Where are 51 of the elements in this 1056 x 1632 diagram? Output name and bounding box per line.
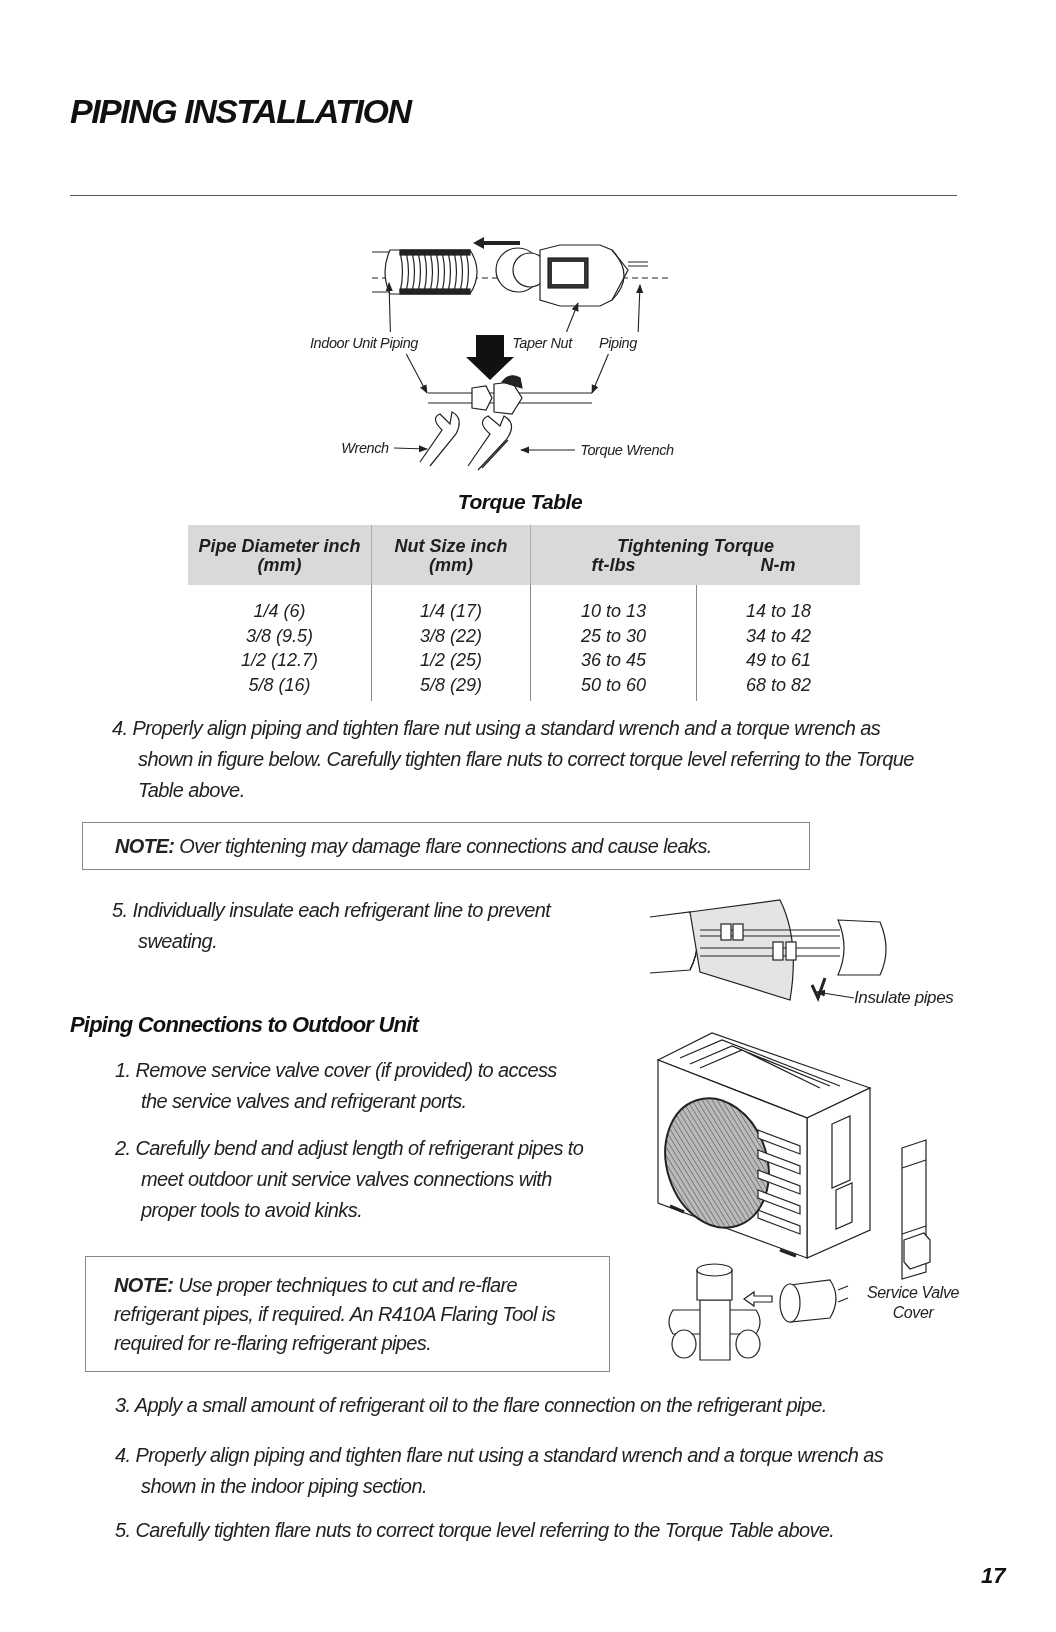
section-heading: Piping Connections to Outdoor Unit (70, 1012, 421, 1038)
table-header-cell: Nut Size inch (mm) (371, 525, 530, 585)
table-cell: 1/4 (17) (371, 585, 530, 624)
table-cell-text: 1/4 (6) (252, 600, 307, 623)
table-header-cell: N-m (696, 556, 860, 585)
instruction-text: 5. Individually insulate each refrigerant line to prevent sweating. (112, 898, 553, 954)
table-cell: 34 to 42 (696, 623, 860, 648)
part-label: Indoor Unit Piping (298, 332, 430, 354)
leader-line (591, 353, 609, 394)
leader-line (816, 989, 855, 999)
table-header-cell: ft-lbs (530, 556, 696, 585)
leader-line (565, 302, 579, 333)
note-text: NOTE: Over tightening may damage flare connections and cause leaks. (115, 833, 712, 859)
table-cell-text: 3/8 (9.5) (244, 624, 314, 648)
table-title: Torque Table (456, 490, 584, 514)
leader-line (393, 445, 428, 453)
part-label: Service Valve Cover (866, 1283, 960, 1323)
part-label: Insulate pipes (854, 987, 970, 1009)
instruction-text: 2. Carefully bend and adjust length of refrigerant pipes to meet outdoor unit service valves connections with proper tools to avoid kinks. (115, 1136, 585, 1223)
leader-line (636, 284, 644, 333)
table-cell: 14 to 18 (696, 585, 860, 624)
leader-line (520, 446, 576, 454)
table-cell-text: 1/2 (12.7) (239, 649, 319, 672)
page-number: 17 (981, 1563, 1008, 1589)
instruction-text: 1. Remove service valve cover (if provided) to access the service valves and refrigerant ports. (115, 1058, 558, 1114)
table-cell: 68 to 82 (696, 672, 860, 701)
table-cell: 1/2 (25) (371, 648, 530, 673)
part-label: Piping (594, 332, 642, 354)
table-header-cell: Tightening Torque (530, 525, 860, 556)
table-cell-text: 5/8 (16) (247, 673, 312, 697)
table-header-cell: Pipe Diameter inch (mm) (188, 525, 371, 585)
note-box (85, 1256, 610, 1372)
table-cell: 3/8 (22) (371, 623, 530, 648)
page-title: PIPING INSTALLATION (70, 92, 411, 131)
part-label: Torque Wrench (575, 439, 679, 461)
leader-line (385, 282, 393, 333)
table-cell: 10 to 13 (530, 585, 696, 624)
table-cell: 5/8 (29) (371, 672, 530, 701)
table-cell: 25 to 30 (530, 623, 696, 648)
table-cell: 36 to 45 (530, 648, 696, 673)
note-text: NOTE: Use proper techniques to cut and re-flare refrigerant pipes, if required. An R410A Flaring Tool is required for re-flaring refrigerant pipes. (114, 1272, 557, 1356)
instruction-text: 4. Properly align piping and tighten flare nut using a standard wrench and a torque wrench as shown in the indoor piping section. (115, 1443, 885, 1499)
note-box (82, 822, 810, 870)
table-cell: 50 to 60 (530, 672, 696, 701)
instruction-text: 4. Properly align piping and tighten flare nut using a standard wrench and a torque wrench as shown in figure below. Carefully tighten flare nuts to correct torque level referring to the Torque Table above. (112, 716, 915, 803)
part-label: Taper Nut (508, 332, 576, 354)
instruction-text: 5. Carefully tighten flare nuts to correct torque level referring to the Torque Table above. (115, 1518, 836, 1543)
leader-line (405, 353, 428, 394)
instruction-text: 3. Apply a small amount of refrigerant oil to the flare connection on the refrigerant pipe. (115, 1393, 828, 1418)
part-label: Wrench (336, 437, 394, 459)
table-cell: 49 to 61 (696, 648, 860, 673)
